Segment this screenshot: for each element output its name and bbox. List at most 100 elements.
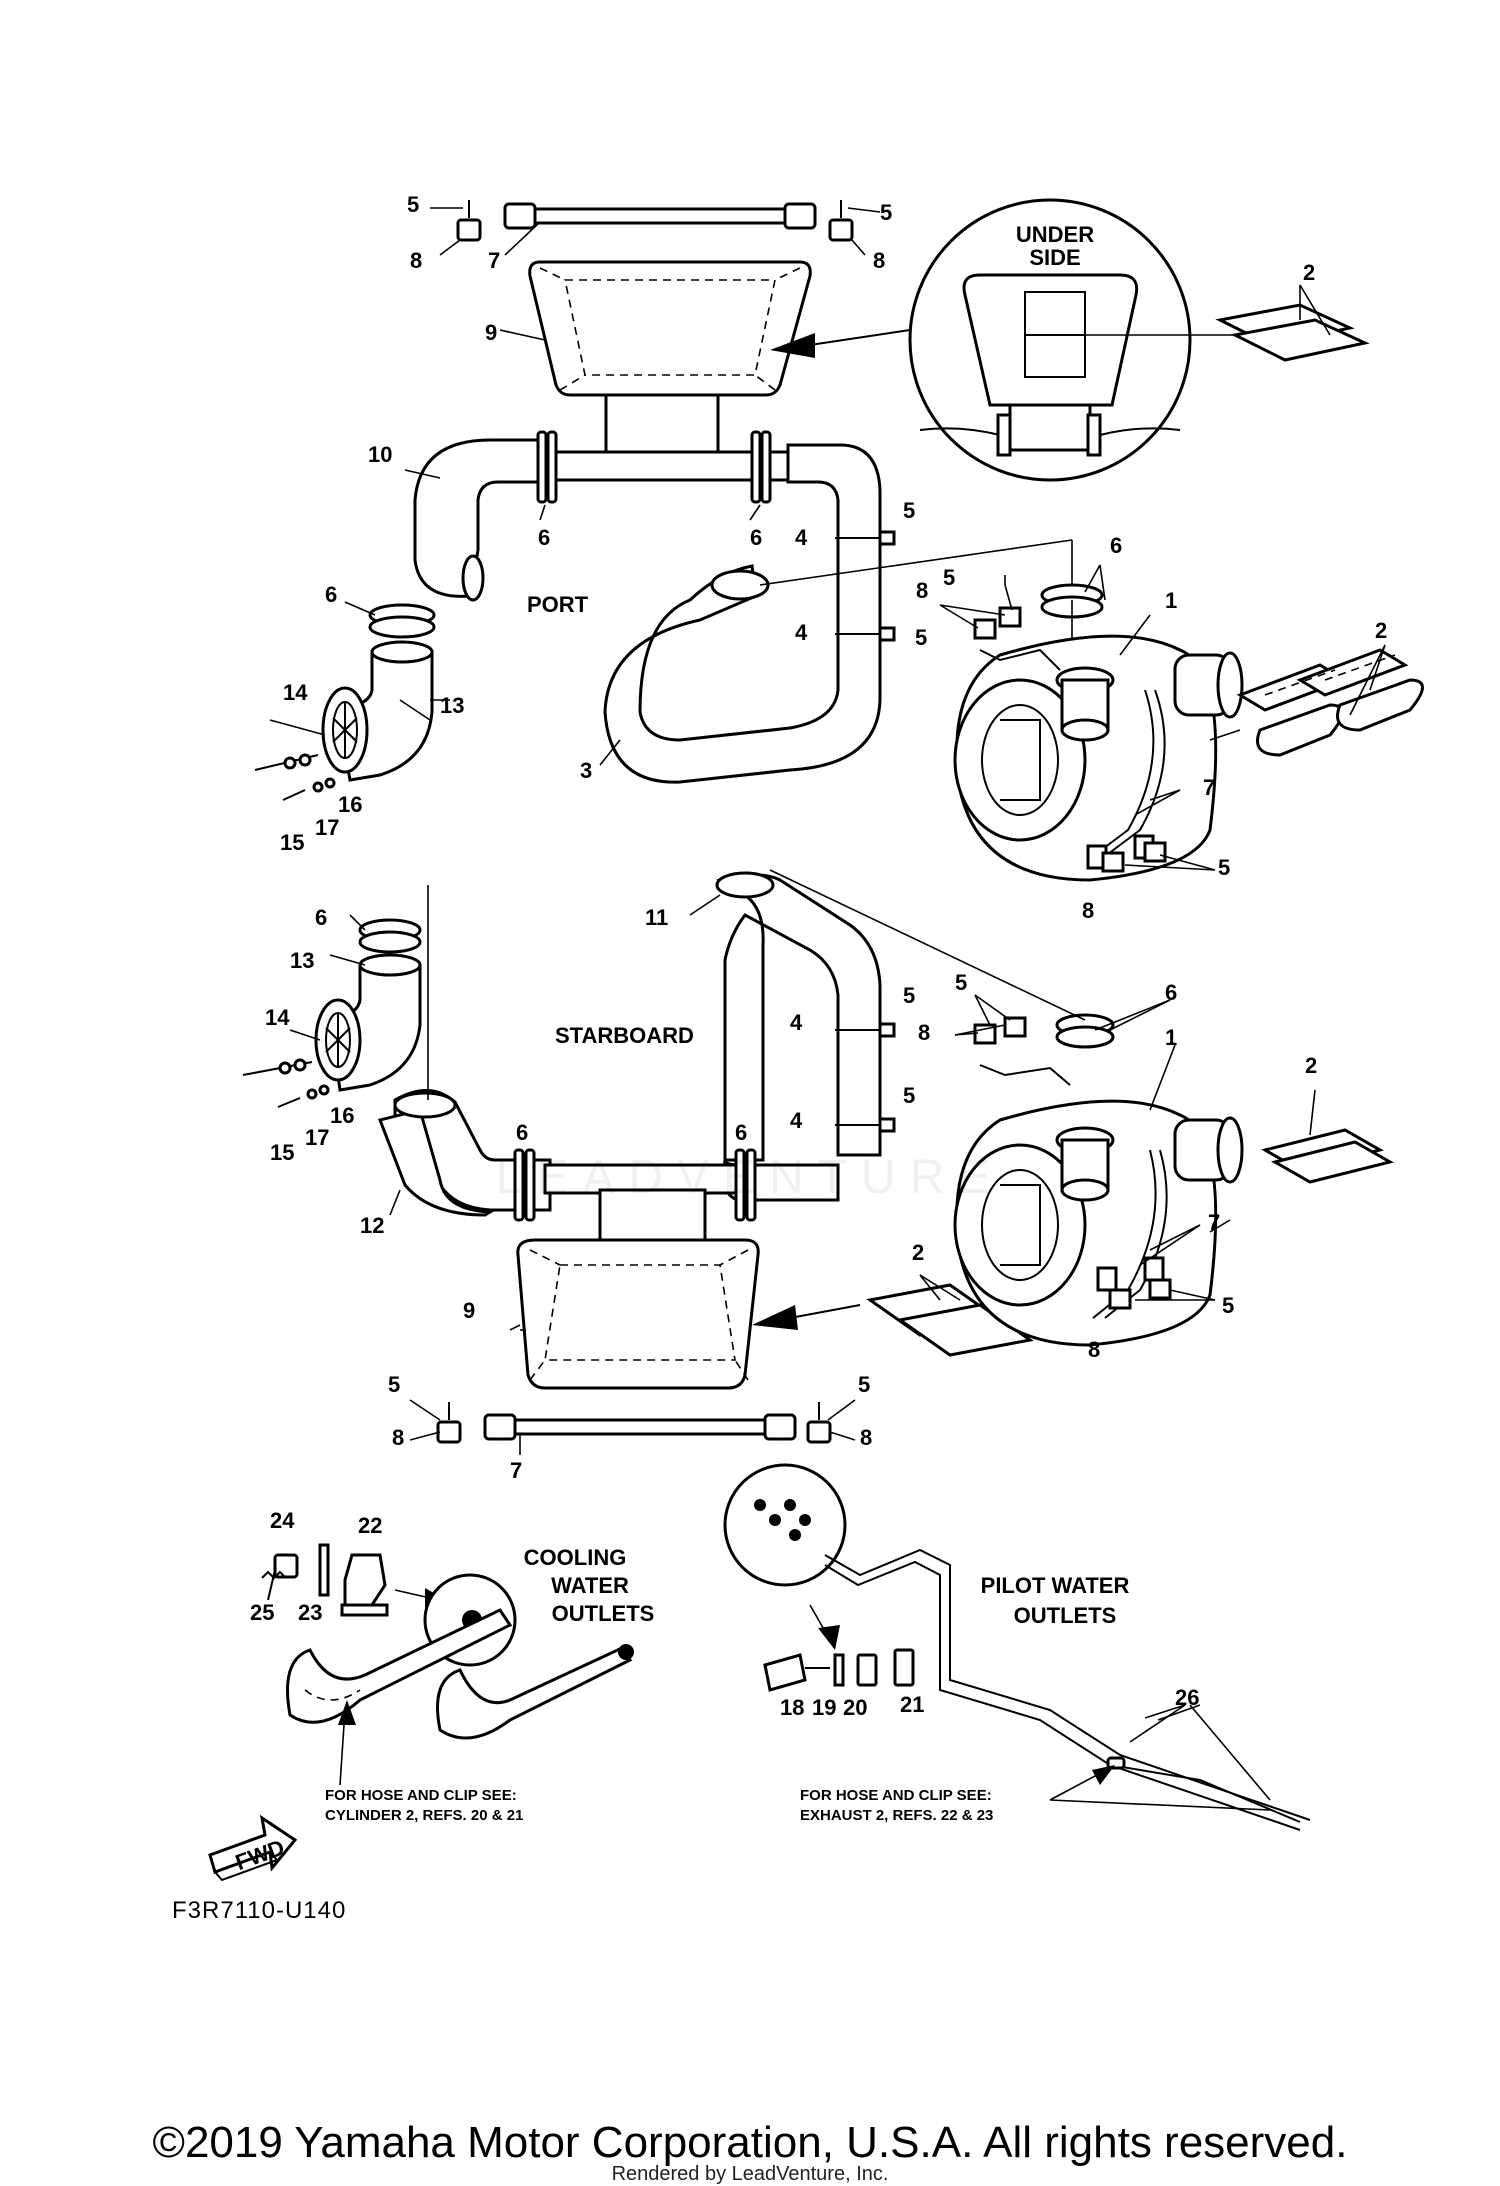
leaders-port: [269, 207, 1386, 871]
callout-5-tl: 5: [407, 192, 419, 217]
bolts-15-stbd: [242, 1058, 330, 1108]
clamp-6-stbd-airbox: [1055, 1013, 1115, 1049]
callout-6-s3: 6: [516, 1120, 528, 1145]
strap-bottom: [483, 1413, 797, 1441]
clip-bottom-left: [436, 1402, 462, 1444]
callout-2-stbd: 2: [1305, 1053, 1317, 1078]
callout-13-stbd: 13: [290, 948, 314, 973]
flame-arrestor-14-port: [321, 686, 369, 774]
callout-2-bottom: 2: [912, 1240, 924, 1265]
callout-5-bl: 5: [388, 1372, 400, 1397]
callout-8-bl: 8: [392, 1425, 404, 1450]
callout-4-p2: 4: [795, 620, 808, 645]
clips-8-stbd: [973, 1016, 1172, 1310]
pilot-outlet-parts: [723, 1463, 1311, 1831]
callout-4-p1: 4: [795, 525, 808, 550]
callout-8-tr: 8: [873, 248, 885, 273]
callout-25: 25: [250, 1600, 274, 1625]
callout-23: 23: [298, 1600, 322, 1625]
callout-10: 10: [368, 442, 392, 467]
callout-6-p2: 6: [1110, 533, 1122, 558]
callout-19: 19: [812, 1695, 836, 1720]
label-side: SIDE: [1029, 245, 1080, 270]
callout-5-s2: 5: [955, 970, 967, 995]
air-box-bottom: [516, 1163, 760, 1390]
callout-17-stbd: 17: [305, 1125, 329, 1150]
callout-5-s4: 5: [1222, 1293, 1234, 1318]
callout-6-b: 6: [750, 525, 762, 550]
callout-17-port: 17: [315, 815, 339, 840]
callout-16-stbd: 16: [330, 1103, 354, 1128]
note-pilot-2: EXHAUST 2, REFS. 22 & 23: [800, 1807, 993, 1824]
clip-bottom-right: [806, 1402, 832, 1444]
callout-7-port: 7: [1203, 775, 1215, 800]
strap-7-stbd: [1092, 1149, 1168, 1319]
callout-14-stbd: 14: [265, 1005, 290, 1030]
fitting-4-b: [835, 1022, 896, 1133]
callout-5-p3: 5: [915, 625, 927, 650]
callout-4-s2: 4: [790, 1108, 803, 1133]
flame-arrestor-14-stbd: [314, 998, 362, 1082]
label-pilot-2: OUTLETS: [1014, 1603, 1117, 1628]
callout-5-p2: 5: [943, 565, 955, 590]
intake-pipe-10: [413, 438, 542, 602]
under-side-detail: [908, 198, 1370, 482]
note-pilot-1: FOR HOSE AND CLIP SEE:: [800, 1787, 992, 1804]
clamp-6-stbd: [358, 918, 422, 954]
callout-4-s1: 4: [790, 1010, 803, 1035]
intake-pipe-12: [377, 1089, 552, 1217]
note-cooling-2: CYLINDER 2, REFS. 20 & 21: [325, 1807, 523, 1824]
callout-16-port: 16: [338, 792, 362, 817]
callout-7-stbd: 7: [1208, 1210, 1220, 1235]
fitting-4-a: [835, 530, 896, 642]
fwd-arrow: [208, 1814, 298, 1882]
label-starboard: STARBOARD: [555, 1023, 694, 1048]
bolts-15-port: [254, 753, 336, 801]
bands-6-stbd: [513, 1148, 757, 1222]
label-cooling-2: WATER: [551, 1573, 629, 1598]
air-box-top: [528, 260, 812, 482]
callout-6-a: 6: [538, 525, 550, 550]
arrow-under-side: [770, 329, 911, 358]
clip-top-left: [456, 200, 482, 242]
air-box-1-stbd: [953, 1099, 1244, 1347]
callout-20: 20: [843, 1695, 867, 1720]
callout-8-p1: 8: [916, 578, 928, 603]
callout-8-s1: 8: [918, 1020, 930, 1045]
callout-15-stbd: 15: [270, 1140, 294, 1165]
callout-8-tl: 8: [410, 248, 422, 273]
clip-top-right: [828, 200, 854, 242]
pads-2-port: [1236, 648, 1424, 757]
strap-top: [503, 202, 817, 230]
callout-5-br: 5: [858, 1372, 870, 1397]
band-6-a: [536, 430, 558, 504]
label-cooling-1: COOLING: [524, 1545, 627, 1570]
callout-18: 18: [780, 1695, 804, 1720]
intake-pipe-3: [603, 443, 882, 784]
callout-1-port: 1: [1165, 588, 1177, 613]
callout-9-top: 9: [485, 320, 497, 345]
callout-5-p4: 5: [1218, 855, 1230, 880]
callout-1-stbd: 1: [1165, 1025, 1177, 1050]
callout-5-s1: 5: [903, 983, 915, 1008]
callout-14-port: 14: [283, 680, 308, 705]
callout-6-s4: 6: [735, 1120, 747, 1145]
callout-7-top: 7: [488, 248, 500, 273]
callout-8-s2: 8: [1088, 1337, 1100, 1362]
label-under: UNDER: [1016, 222, 1094, 247]
pad-2-stbd: [1261, 1128, 1394, 1184]
cooling-outlet-parts: [261, 1543, 634, 1786]
callout-3: 3: [580, 758, 592, 783]
label-port: PORT: [527, 592, 589, 617]
note-cooling-1: FOR HOSE AND CLIP SEE:: [325, 1787, 517, 1804]
callout-6-s2: 6: [1165, 980, 1177, 1005]
label-pilot-1: PILOT WATER: [981, 1573, 1130, 1598]
copyright: ©2019 Yamaha Motor Corporation, U.S.A. A…: [152, 2118, 1348, 2167]
band-6-b: [750, 430, 772, 504]
clamp-6-port: [368, 603, 436, 639]
callout-13-port: 13: [440, 693, 464, 718]
watermark: LEADVENTURE: [495, 1151, 1005, 1204]
callout-26: 26: [1175, 1685, 1199, 1710]
callout-9-bottom: 9: [463, 1298, 475, 1323]
